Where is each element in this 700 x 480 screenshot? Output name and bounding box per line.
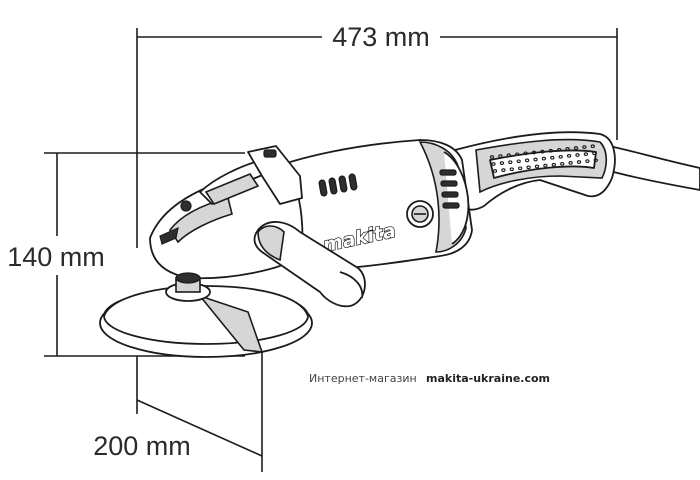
grip-dot (573, 146, 579, 150)
grip-dot (506, 153, 511, 158)
shop-watermark: Интернет-магазин makita-ukraine.com (309, 372, 550, 385)
shop-label: Интернет-магазин (309, 372, 417, 385)
grip-dot (501, 168, 506, 172)
length-label: 473 mm (332, 22, 430, 52)
grip-dot (565, 147, 570, 151)
grip-dot (518, 166, 523, 171)
grip-dot (492, 169, 498, 173)
grip-dot (593, 158, 598, 163)
handle-grip-dots (489, 144, 598, 173)
grip-dot (576, 160, 582, 164)
rear-handle (451, 131, 616, 211)
spindle-lock-button (180, 200, 192, 212)
grip-dot (557, 147, 562, 152)
grip-dot (541, 156, 547, 161)
grip-dot (533, 157, 538, 162)
grip-dot (498, 154, 503, 158)
grip-dot (560, 161, 565, 166)
grip-dot (508, 160, 513, 165)
height-dimension: 140 mm (7, 152, 245, 357)
grip-dot (575, 153, 580, 157)
grip-dot (550, 155, 555, 160)
grip-dot (583, 152, 589, 156)
grip-dot (534, 164, 540, 169)
length-dimension: 473 mm (136, 22, 618, 248)
disc-diameter-label: 200 mm (93, 431, 191, 461)
grip-dot (558, 154, 563, 159)
height-label: 140 mm (7, 242, 105, 272)
grip-dot (509, 167, 514, 172)
grip-dot (582, 145, 587, 149)
grip-dot (531, 150, 537, 155)
grip-dot (540, 149, 545, 154)
disc-diameter-dimension: 200 mm (93, 352, 263, 472)
switch-lever (204, 145, 303, 205)
grip-dot (526, 165, 531, 170)
grip-dot (592, 151, 597, 156)
carbon-brush-cap (406, 200, 434, 228)
grip-dot (515, 152, 520, 157)
grip-dot (491, 162, 496, 166)
grip-dot (524, 158, 530, 163)
grip-dot (548, 148, 553, 153)
grip-dot (499, 161, 505, 165)
wheel-guard (99, 285, 313, 358)
shop-url: makita-ukraine.com (426, 372, 550, 385)
vent-slots (318, 169, 460, 209)
grip-dot (590, 144, 595, 149)
grip-dot (566, 154, 572, 158)
power-cord (603, 144, 700, 191)
grip-dot (568, 161, 573, 165)
side-handle (253, 221, 366, 308)
grip-dot (551, 162, 556, 167)
grip-dot (585, 159, 590, 163)
grip-dot (543, 163, 548, 168)
grip-dot (516, 159, 521, 164)
grip-dot (489, 155, 495, 159)
grip-dot (523, 151, 528, 156)
spindle-nut (165, 272, 211, 302)
